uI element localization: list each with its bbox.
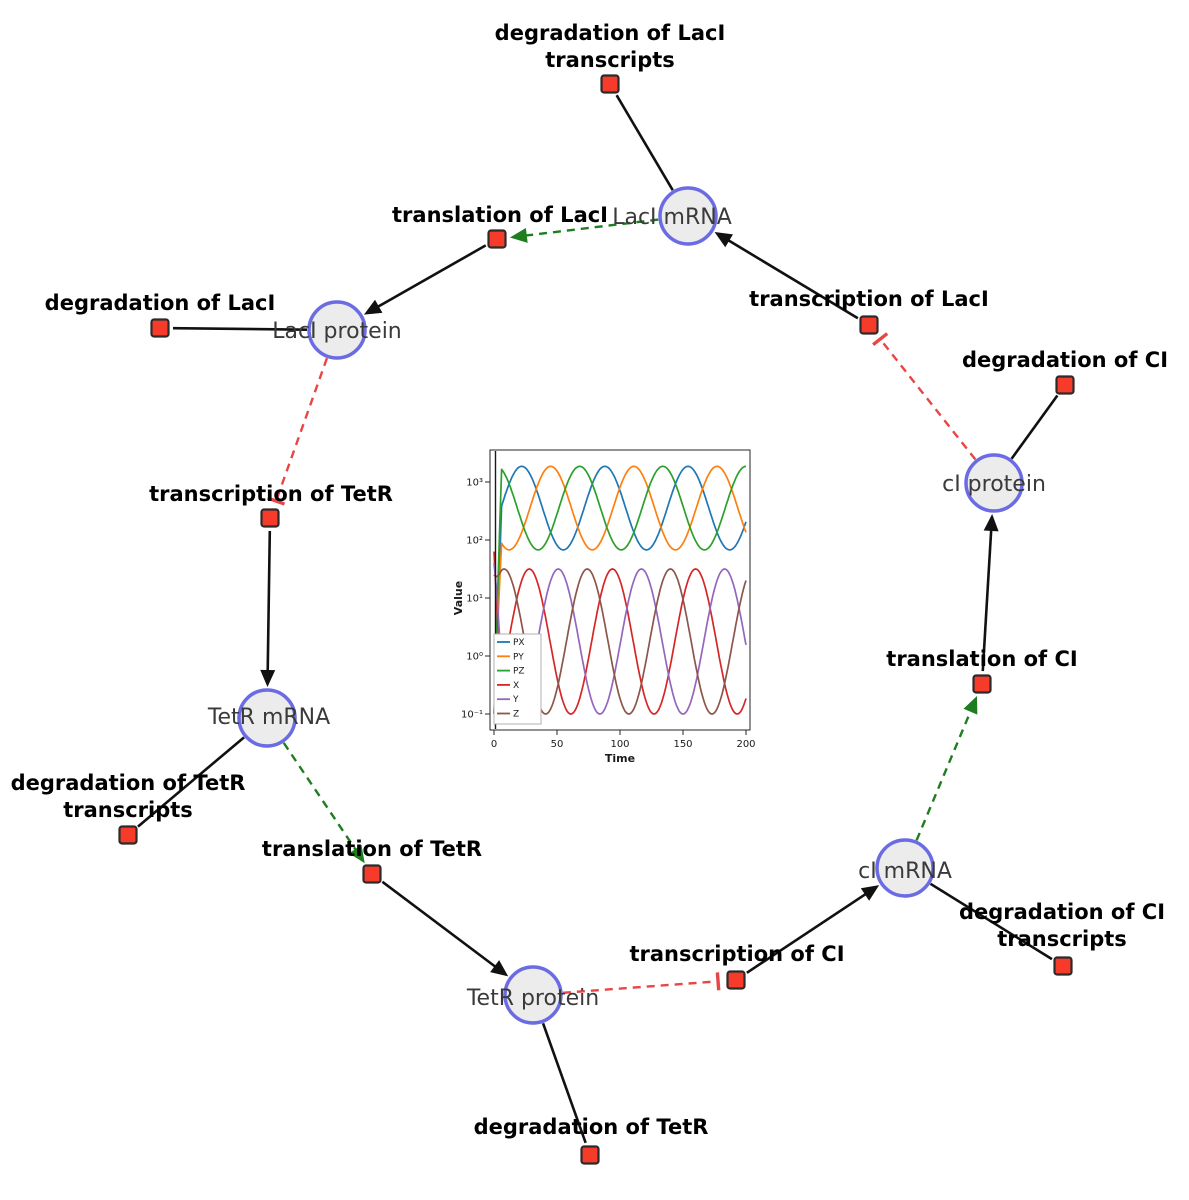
x-tick-label: 200 xyxy=(736,739,755,750)
legend-label-PY: PY xyxy=(513,652,524,662)
edge-inhibition xyxy=(562,980,716,994)
edge-consumption xyxy=(615,94,674,191)
edge-production xyxy=(723,236,859,320)
species-node-tetr_mrna[interactable] xyxy=(237,688,297,748)
edge-production xyxy=(746,890,871,974)
inhibition-bar-icon xyxy=(872,332,889,347)
legend-box xyxy=(493,633,542,725)
x-tick-label: 0 xyxy=(491,739,497,750)
reaction-label-transl_laci: translation of LacI xyxy=(392,203,608,227)
reaction-label-transc_laci: transcription of LacI xyxy=(749,287,989,311)
edge-modifier xyxy=(915,705,974,841)
edge-consumption xyxy=(172,326,308,331)
reaction-label-deg_ci: degradation of CI xyxy=(962,348,1168,372)
reaction-label-transc_ci: transcription of CI xyxy=(629,942,844,966)
species-label-tetr_mrna: TetR mRNA xyxy=(207,705,330,730)
edge-consumption xyxy=(541,1022,587,1144)
nodes-layer xyxy=(118,74,1075,1165)
legend-label-X: X xyxy=(513,681,519,691)
arrowhead-icon xyxy=(509,227,528,243)
edge-production xyxy=(372,244,487,311)
reaction-node-transc_ci[interactable] xyxy=(726,970,746,990)
species-label-ci_protein: cI protein xyxy=(942,472,1046,497)
reaction-label-deg_tetr_tx: degradation of TetR xyxy=(11,771,246,795)
series-X xyxy=(493,551,747,715)
species-node-ci_mrna[interactable] xyxy=(875,838,935,898)
edge-inhibition xyxy=(275,357,329,499)
x-tick-label: 100 xyxy=(610,739,629,750)
y-axis-label: Value xyxy=(452,581,465,615)
edge-consumption xyxy=(137,736,245,828)
species-label-laci_mrna: LacI mRNA xyxy=(612,205,732,230)
reaction-label-deg_laci_tx: degradation of LacI xyxy=(495,21,726,45)
reaction-node-deg_ci[interactable] xyxy=(1055,375,1075,395)
reaction-node-transl_ci[interactable] xyxy=(972,674,992,694)
edge-consumption xyxy=(1010,394,1059,460)
reaction-node-transc_tetr[interactable] xyxy=(260,508,280,528)
species-label-ci_mrna: cI mRNA xyxy=(858,859,952,884)
edge-modifier xyxy=(520,218,659,238)
reaction-label-deg_laci: degradation of LacI xyxy=(45,291,276,315)
arrowhead-icon xyxy=(260,669,276,688)
reaction-label-deg_tetr_tx: transcripts xyxy=(63,798,193,822)
series-PY xyxy=(493,465,747,715)
reaction-node-transc_laci[interactable] xyxy=(859,315,879,335)
reaction-node-transl_tetr[interactable] xyxy=(362,864,382,884)
legend-label-Y: Y xyxy=(512,695,519,705)
arrowhead-icon xyxy=(363,299,383,315)
arrowhead-icon xyxy=(860,885,880,901)
inhibition-bar-icon xyxy=(715,972,721,991)
arrowhead-icon xyxy=(983,513,999,532)
species-node-tetr_protein[interactable] xyxy=(503,965,563,1025)
legend-label-Z: Z xyxy=(513,710,519,720)
reaction-node-deg_tetr_tx[interactable] xyxy=(118,825,138,845)
reaction-label-deg_laci_tx: transcripts xyxy=(545,48,675,72)
species-node-ci_protein[interactable] xyxy=(964,453,1024,513)
species-node-laci_mrna[interactable] xyxy=(658,186,718,246)
species-label-laci_protein: LacI protein xyxy=(272,319,402,344)
reaction-label-transc_tetr: transcription of TetR xyxy=(149,482,393,506)
species-label-tetr_protein: TetR protein xyxy=(466,986,599,1011)
species-node-laci_protein[interactable] xyxy=(307,300,367,360)
reaction-node-transl_laci[interactable] xyxy=(487,229,507,249)
legend-label-PZ: PZ xyxy=(513,667,525,677)
y-tick-label: 10¹ xyxy=(466,594,483,605)
y-tick-label: 10⁰ xyxy=(466,652,483,663)
legend-label-PX: PX xyxy=(513,638,525,648)
y-tick-label: 10² xyxy=(466,536,483,547)
y-tick-label: 10³ xyxy=(466,478,483,489)
arrowhead-icon xyxy=(349,844,365,864)
edge-consumption xyxy=(929,882,1053,961)
reaction-label-deg_ci_tx: transcripts xyxy=(997,927,1127,951)
edge-inhibition xyxy=(881,340,977,461)
inhibition-bar-icon xyxy=(266,496,286,506)
reaction-label-deg_tetr: degradation of TetR xyxy=(474,1115,709,1139)
arrowhead-icon xyxy=(963,695,978,715)
edges-layer xyxy=(137,94,1059,1144)
legend: PX PY PZ XYZ xyxy=(493,633,542,725)
edge-production xyxy=(981,524,993,672)
series-PZ xyxy=(493,465,747,715)
x-tick-label: 50 xyxy=(551,739,564,750)
reaction-label-transl_tetr: translation of TetR xyxy=(262,837,482,861)
arrowhead-icon xyxy=(714,231,733,248)
reaction-node-deg_tetr[interactable] xyxy=(580,1145,600,1165)
reaction-label-transl_ci: translation of CI xyxy=(886,647,1077,671)
arrowhead-icon xyxy=(490,960,509,977)
reaction-label-deg_ci_tx: degradation of CI xyxy=(959,900,1165,924)
x-tick-label: 150 xyxy=(673,739,692,750)
reaction-node-deg_laci_tx[interactable] xyxy=(600,74,620,94)
reaction-node-deg_ci_tx[interactable] xyxy=(1053,956,1073,976)
edge-production xyxy=(266,530,272,677)
reaction-node-deg_laci[interactable] xyxy=(150,318,170,338)
x-axis-label: Time xyxy=(605,752,635,765)
edge-production xyxy=(381,880,501,971)
y-tick-label: 10⁻¹ xyxy=(461,710,483,721)
